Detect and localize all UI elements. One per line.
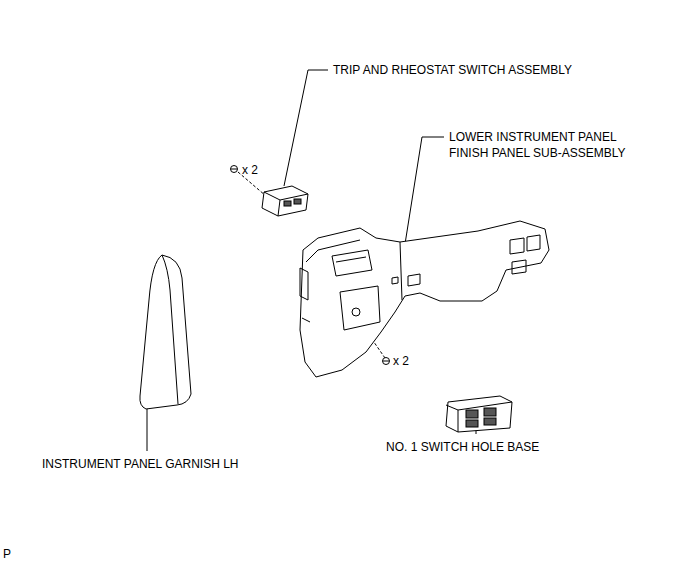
leader-line bbox=[284, 70, 328, 186]
screw-symbol bbox=[383, 358, 390, 365]
switch-illustration bbox=[262, 186, 308, 216]
quantity-label: x 2 bbox=[242, 163, 258, 178]
leader-line bbox=[147, 404, 148, 451]
panel-illustration bbox=[300, 221, 549, 377]
leader-line bbox=[405, 137, 444, 244]
garnish-illustration bbox=[140, 255, 191, 409]
part-name: INSTRUMENT PANEL GARNISH LH bbox=[42, 457, 238, 472]
part-name: NO. 1 SWITCH HOLE BASE bbox=[386, 440, 539, 455]
switch-base-illustration bbox=[446, 396, 512, 432]
figure-code: P bbox=[3, 547, 11, 562]
quantity-label: x 2 bbox=[393, 354, 409, 369]
screw-symbol bbox=[231, 166, 238, 173]
part-name: TRIP AND RHEOSTAT SWITCH ASSEMBLY bbox=[333, 63, 572, 78]
part-name: LOWER INSTRUMENT PANEL FINISH PANEL SUB-… bbox=[449, 129, 651, 161]
